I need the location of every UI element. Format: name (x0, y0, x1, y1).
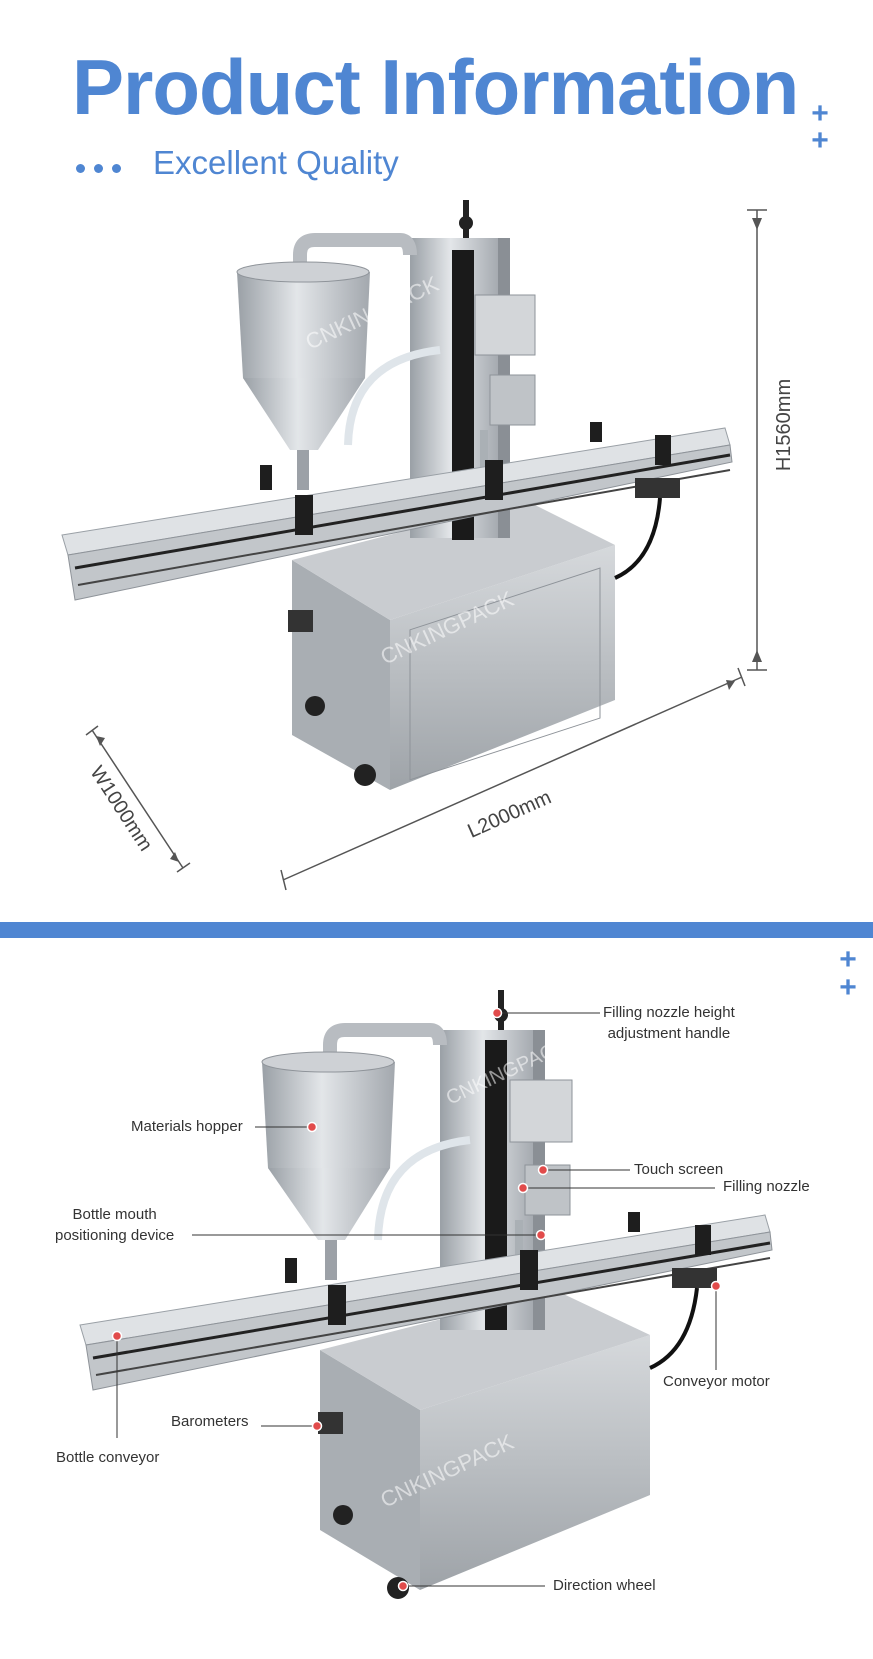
machine-components-figure: CNKINGPACK CNKINGPACK (79, 990, 773, 1599)
width-label: W1000mm (85, 762, 156, 855)
callout-dot (397, 1580, 409, 1592)
plus-icon: + (839, 943, 857, 976)
plus-icon: + (811, 124, 829, 157)
callout-dot (111, 1330, 123, 1342)
plus-icon: + (839, 971, 857, 1004)
callout-dot (517, 1182, 529, 1194)
arrow-icon (96, 736, 105, 746)
callout-filling-nozzle: Filling nozzle (723, 1178, 810, 1195)
callout-materials-hopper: Materials hopper (131, 1118, 243, 1135)
width-dimension: W1000mm (85, 725, 191, 873)
filling-machine-image: CNKINGPACK CNKINGPACK (61, 200, 733, 790)
callout-dot (311, 1420, 323, 1432)
height-dimension: H1560mm (747, 209, 795, 671)
length-label: L2000mm (464, 786, 554, 842)
dot-icon (76, 164, 85, 173)
plus-icon: + (811, 97, 829, 130)
page-header: Product Information Excellent Quality + … (0, 0, 873, 190)
arrow-icon (752, 650, 762, 662)
callout-dot (306, 1121, 318, 1133)
dimensions-section: CNKINGPACK CNKINGPACK H1560mm L2000mm (61, 200, 795, 891)
decorative-dots (76, 160, 130, 178)
callout-bottle-mouth-device: Bottle mouth positioning device (55, 1204, 174, 1246)
arrow-icon (752, 218, 762, 230)
machine-dimensions-figure: CNKINGPACK CNKINGPACK H1560mm L2000mm (61, 200, 795, 891)
callout-dot (537, 1164, 549, 1176)
dot-icon (112, 164, 121, 173)
callout-dot (491, 1007, 503, 1019)
callout-barometers: Barometers (171, 1413, 249, 1430)
callout-label-line: positioning device (55, 1227, 175, 1244)
arrow-icon (726, 680, 735, 690)
page-subtitle: Excellent Quality (153, 144, 399, 181)
callout-dot (710, 1280, 722, 1292)
arrow-icon (170, 852, 179, 862)
dot-icon (94, 164, 103, 173)
callout-dots (111, 1007, 722, 1592)
page-title: Product Information (72, 43, 799, 131)
callout-conveyor-motor: Conveyor motor (663, 1373, 770, 1390)
filling-machine-image: CNKINGPACK CNKINGPACK (79, 990, 773, 1599)
callout-bottle-conveyor: Bottle conveyor (56, 1449, 160, 1466)
callout-dot (535, 1229, 547, 1241)
callout-label-line: Bottle mouth (72, 1206, 157, 1223)
section-divider (0, 922, 873, 938)
callout-direction-wheel: Direction wheel (553, 1577, 656, 1594)
components-section: CNKINGPACK CNKINGPACK F (0, 938, 873, 1659)
callout-label-line: Filling nozzle height (603, 1004, 735, 1021)
callout-label-line: adjustment handle (607, 1025, 731, 1042)
height-label: H1560mm (773, 379, 795, 471)
callout-touch-screen: Touch screen (634, 1161, 724, 1178)
callout-nozzle-height-handle: Filling nozzle height adjustment handle (603, 1002, 735, 1044)
callout-leader-lines (116, 1012, 717, 1587)
